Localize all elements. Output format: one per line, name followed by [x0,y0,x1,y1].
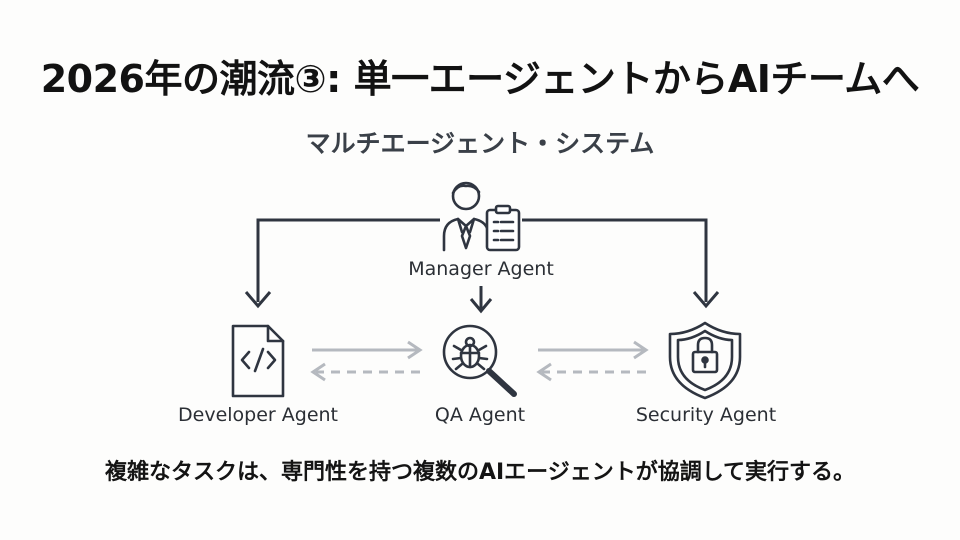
manager-to-security-arrow [522,218,720,309]
manager-to-developer-arrow [244,218,440,309]
diagram-caption: 複雑なタスクは、専門性を持つ複数のAIエージェントが協調して実行する。 [104,460,856,485]
manager-person-with-clipboard-icon [442,181,521,252]
diagram-subtitle: マルチエージェント・システム [305,129,655,158]
qa-agent-label: QA Agent [434,404,526,426]
manager-agent-label: Manager Agent [408,258,554,280]
bug-magnifier-icon [442,324,517,397]
shield-lock-icon [668,321,742,400]
developer-qa-exchange-arrows [310,340,423,382]
security-agent-label: Security Agent [635,404,777,426]
code-file-icon [231,324,285,398]
qa-security-exchange-arrows [536,340,649,382]
developer-agent-label: Developer Agent [178,404,338,426]
page-title: 2026年の潮流③: 単一エージェントからAIチームへ [40,57,920,101]
manager-to-qa-arrow [469,286,493,314]
